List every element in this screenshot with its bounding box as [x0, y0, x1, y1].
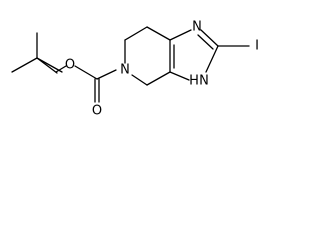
bond-n3-c3a: [169, 71, 190, 81]
bond-c4-n5: [131, 74, 148, 86]
iodine-label: I: [255, 39, 259, 54]
bond-n1-c2: [200, 29, 219, 47]
bond-c2-n3: [205, 45, 219, 73]
bond-quaternary-carbon-oxygen: [36, 57, 58, 74]
bond-carbonyl-to-nitrogen: [96, 69, 117, 80]
bond-methyl-left: [11, 57, 38, 73]
bond-c7-c7a: [146, 26, 171, 41]
tetrahydropyridine-ring: [124, 26, 171, 86]
bond-c6-c7: [124, 26, 148, 41]
nh-nitrogen-label: N: [199, 74, 209, 89]
ring-nitrogen-label: N: [120, 63, 130, 78]
bond-tbutyl-to-ester-oxygen: [55, 65, 67, 73]
chemical-structure: O O N N N H I: [11, 20, 259, 119]
bond-c3a-c4: [146, 71, 171, 86]
imine-nitrogen-label: N: [192, 20, 202, 35]
bond-n1-c2-double: [197, 34, 214, 50]
nh-hydrogen-label: H: [189, 74, 199, 89]
bond-c7a-n1: [169, 29, 192, 41]
ester-oxygen-label: O: [65, 58, 75, 73]
tert-butyl-group: [11, 32, 63, 74]
carbamate-group: [55, 65, 117, 103]
imidazole-ring: [169, 29, 250, 81]
bond-ester-oxygen-to-carbonyl: [74, 65, 98, 80]
carbonyl-oxygen-label: O: [92, 104, 102, 119]
